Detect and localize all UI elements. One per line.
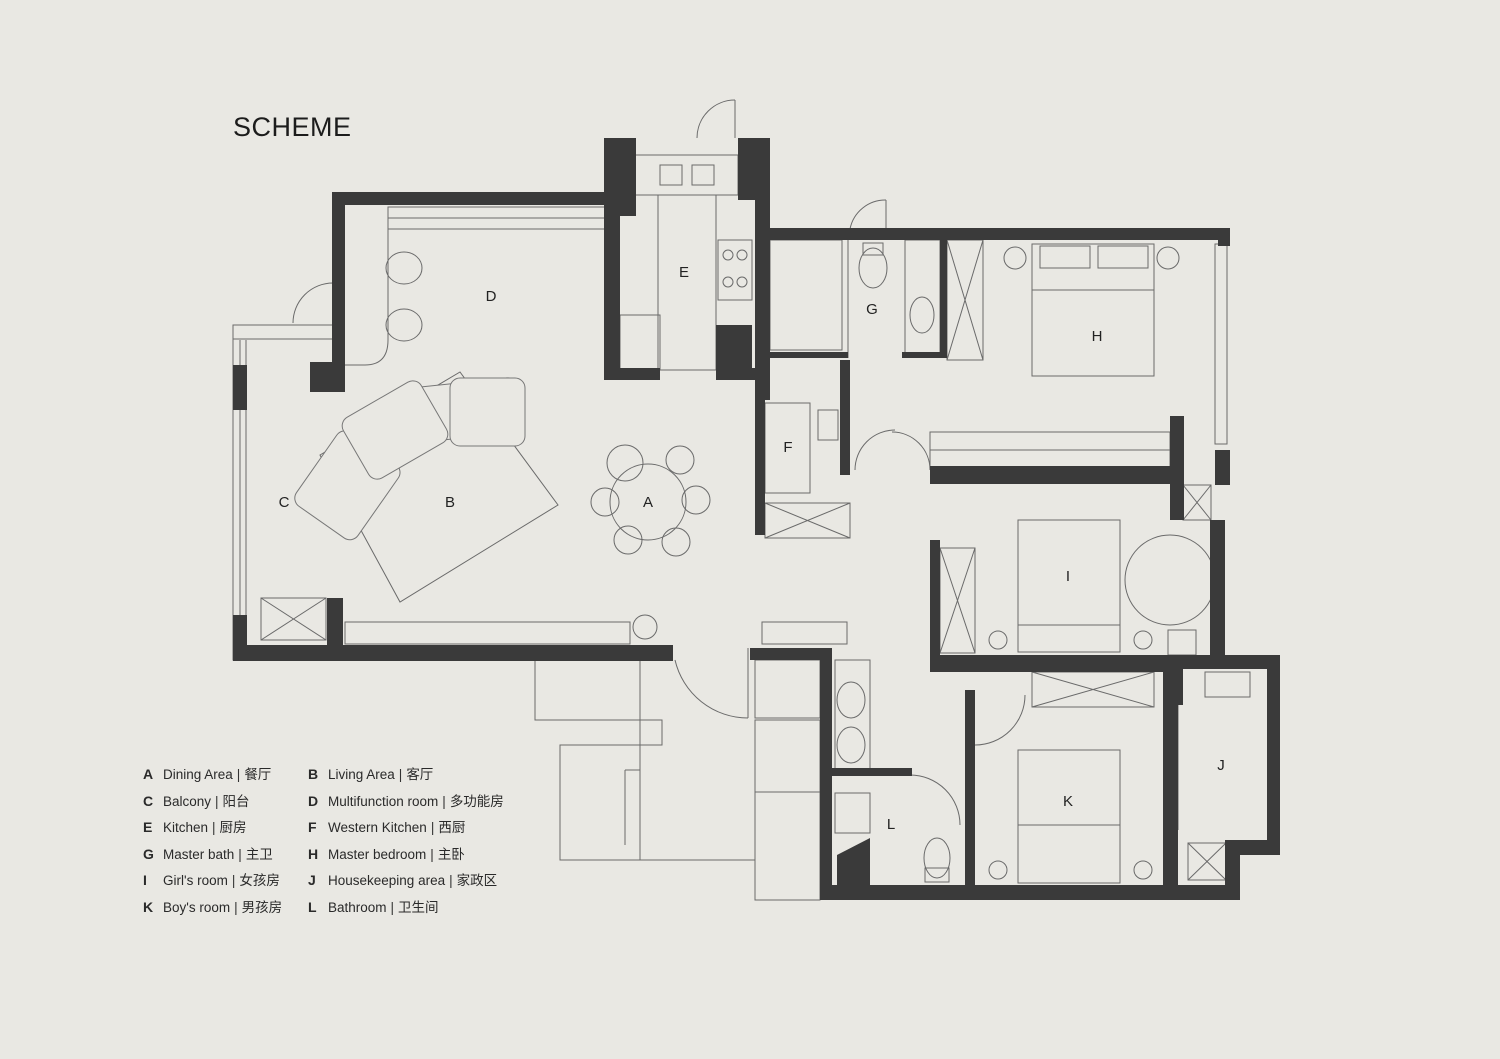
room-label-a: A [643, 494, 653, 511]
room-label-e: E [679, 264, 689, 281]
room-label-d: D [486, 288, 497, 305]
room-label-h: H [1092, 328, 1103, 345]
room-label-l: L [887, 816, 895, 833]
room-label-i: I [1066, 568, 1070, 585]
room-label-f: F [783, 439, 792, 456]
room-label-c: C [279, 494, 290, 511]
room-label-j: J [1217, 757, 1225, 774]
room-label-g: G [866, 301, 878, 318]
page-title: SCHEME [233, 112, 352, 142]
room-label-b: B [445, 494, 455, 511]
room-label-k: K [1063, 793, 1073, 810]
